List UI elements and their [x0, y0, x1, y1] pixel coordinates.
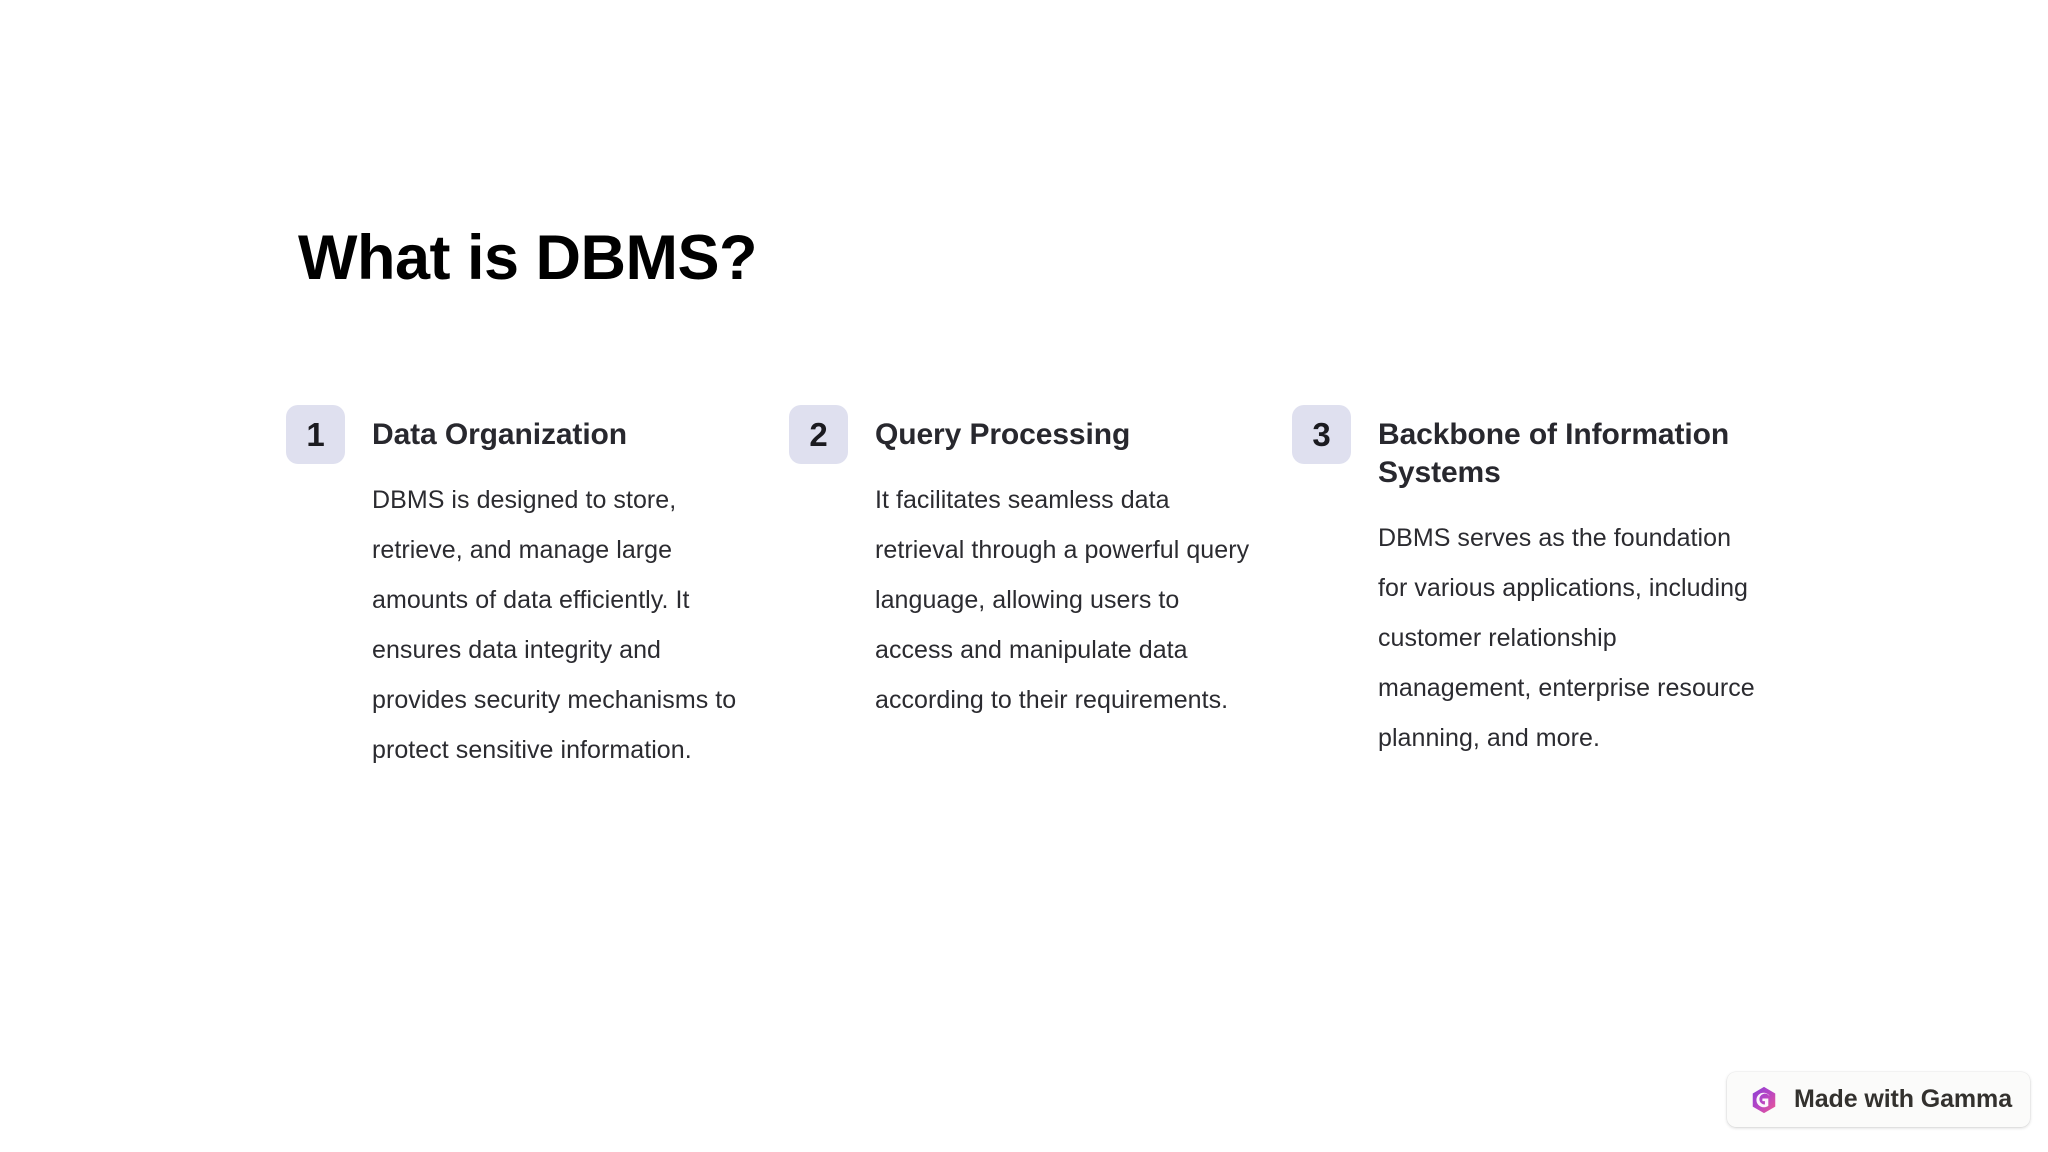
page-title: What is DBMS?: [298, 223, 758, 293]
column-item: 2 Query Processing It facilitates seamle…: [789, 404, 1292, 725]
gamma-hexagon-logo-icon: [1752, 1086, 1776, 1113]
column-body: Backbone of Information Systems DBMS ser…: [1378, 404, 1795, 763]
gamma-badge-label: Made with Gamma: [1794, 1085, 2012, 1113]
column-item: 1 Data Organization DBMS is designed to …: [286, 404, 789, 775]
column-body: Data Organization DBMS is designed to st…: [372, 404, 789, 775]
column-heading: Backbone of Information Systems: [1378, 418, 1730, 489]
made-with-gamma-badge[interactable]: Made with Gamma: [1727, 1072, 2030, 1127]
columns-container: 1 Data Organization DBMS is designed to …: [286, 404, 1806, 775]
number-badge-3: 3: [1292, 405, 1351, 464]
column-heading: Data Organization: [372, 418, 627, 451]
number-badge-1: 1: [286, 405, 345, 464]
column-description: DBMS is designed to store, retrieve, and…: [372, 485, 737, 764]
column-body: Query Processing It facilitates seamless…: [875, 404, 1292, 725]
badge-number-label: 1: [306, 416, 325, 453]
column-heading: Query Processing: [875, 418, 1131, 451]
column-item: 3 Backbone of Information Systems DBMS s…: [1292, 404, 1795, 763]
badge-number-label: 3: [1312, 416, 1331, 453]
badge-number-label: 2: [809, 416, 828, 453]
number-badge-2: 2: [789, 405, 848, 464]
column-description: It facilitates seamless data retrieval t…: [875, 485, 1250, 714]
column-description: DBMS serves as the foundation for variou…: [1378, 523, 1755, 752]
